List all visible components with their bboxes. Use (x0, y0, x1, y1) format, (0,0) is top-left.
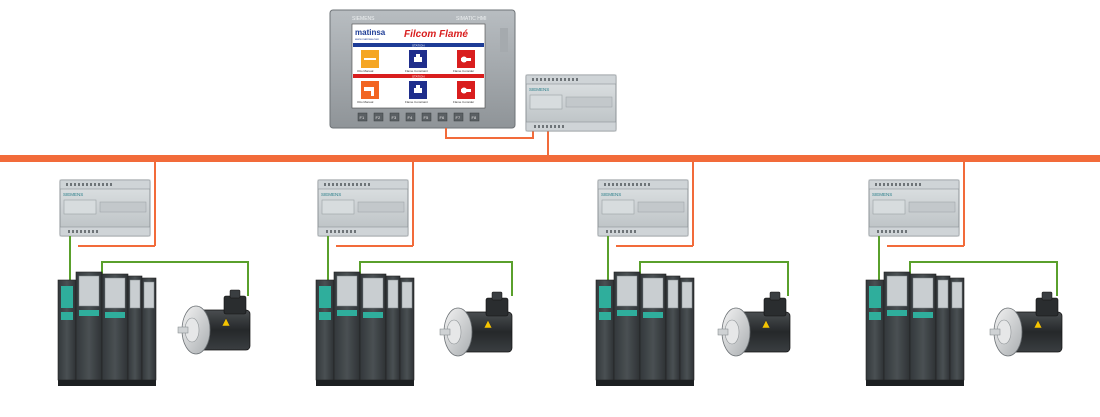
tile-label-6: Flame Consider (453, 100, 474, 104)
drive-system (865, 271, 965, 387)
hmi-screen[interactable]: matinsa www.matinsa.com Filcom Flamé STA… (351, 23, 486, 109)
svg-text:F8: F8 (472, 115, 477, 120)
hmi-panel: SIEMENS SIMATIC HMI matinsa www.matinsa.… (329, 9, 516, 129)
matinsa-logo: matinsa (355, 28, 386, 37)
svg-text:F6: F6 (440, 115, 445, 120)
drive-cliq-cable (909, 261, 1058, 296)
matinsa-url: www.matinsa.com (355, 37, 380, 41)
tile-label-2: Flame Constraint (405, 69, 428, 73)
drive-system (315, 271, 415, 387)
row1-header: STATION (412, 43, 425, 47)
station-2 (315, 162, 513, 387)
tile-label-4: Otto Manual (357, 100, 374, 104)
master-plc (525, 74, 617, 132)
hmi-brand: SIEMENS (352, 16, 375, 22)
station-plc (317, 179, 409, 237)
fn-key-5[interactable]: F5 (421, 112, 432, 122)
profinet-bus (0, 155, 1100, 162)
servo-motor (177, 289, 251, 355)
station-plc (868, 179, 960, 237)
station-4 (865, 162, 1063, 387)
svg-text:F4: F4 (408, 115, 413, 120)
hmi-function-keys: F1 F2 F3 F4 F5 F6 F7 F8 (357, 112, 480, 122)
svg-text:F7: F7 (456, 115, 461, 120)
servo-motor (989, 291, 1063, 357)
fn-key-8[interactable]: F8 (469, 112, 480, 122)
station-plc (597, 179, 689, 237)
servo-motor (439, 291, 513, 357)
nozzle-icon (414, 85, 422, 93)
station-plc (59, 179, 151, 237)
station-3 (595, 162, 791, 387)
hmi-model: SIMATIC HMI (456, 16, 486, 22)
svg-text:F3: F3 (392, 115, 397, 120)
tile-label-1: Otto Manual (357, 69, 374, 73)
fn-key-1[interactable]: F1 (357, 112, 368, 122)
tile-label-3: Flame Consider (453, 69, 474, 73)
fn-key-3[interactable]: F3 (389, 112, 400, 122)
drive-system (57, 271, 157, 387)
torch-icon (461, 56, 471, 63)
svg-text:F2: F2 (376, 115, 381, 120)
fn-key-6[interactable]: F6 (437, 112, 448, 122)
filcom-logo: Filcom Flamé (404, 29, 468, 40)
drive-cliq-cable (359, 261, 513, 296)
station-1 (57, 162, 251, 387)
drive-cliq-cable (101, 261, 249, 296)
servo-motor (717, 291, 791, 357)
gun-icon (364, 87, 374, 96)
row2-header: STATION (412, 74, 425, 78)
bar-icon (364, 58, 376, 60)
fn-key-4[interactable]: F4 (405, 112, 416, 122)
svg-text:F1: F1 (360, 115, 365, 120)
drive-cliq-cable (639, 261, 789, 296)
svg-text:F5: F5 (424, 115, 429, 120)
fn-key-2[interactable]: F2 (373, 112, 384, 122)
fn-key-7[interactable]: F7 (453, 112, 464, 122)
drive-system (595, 271, 695, 387)
nozzle-icon (414, 54, 422, 62)
tile-label-5: Flame Constraint (405, 100, 428, 104)
torch-icon (461, 87, 471, 94)
hmi-plc-link (445, 128, 534, 139)
